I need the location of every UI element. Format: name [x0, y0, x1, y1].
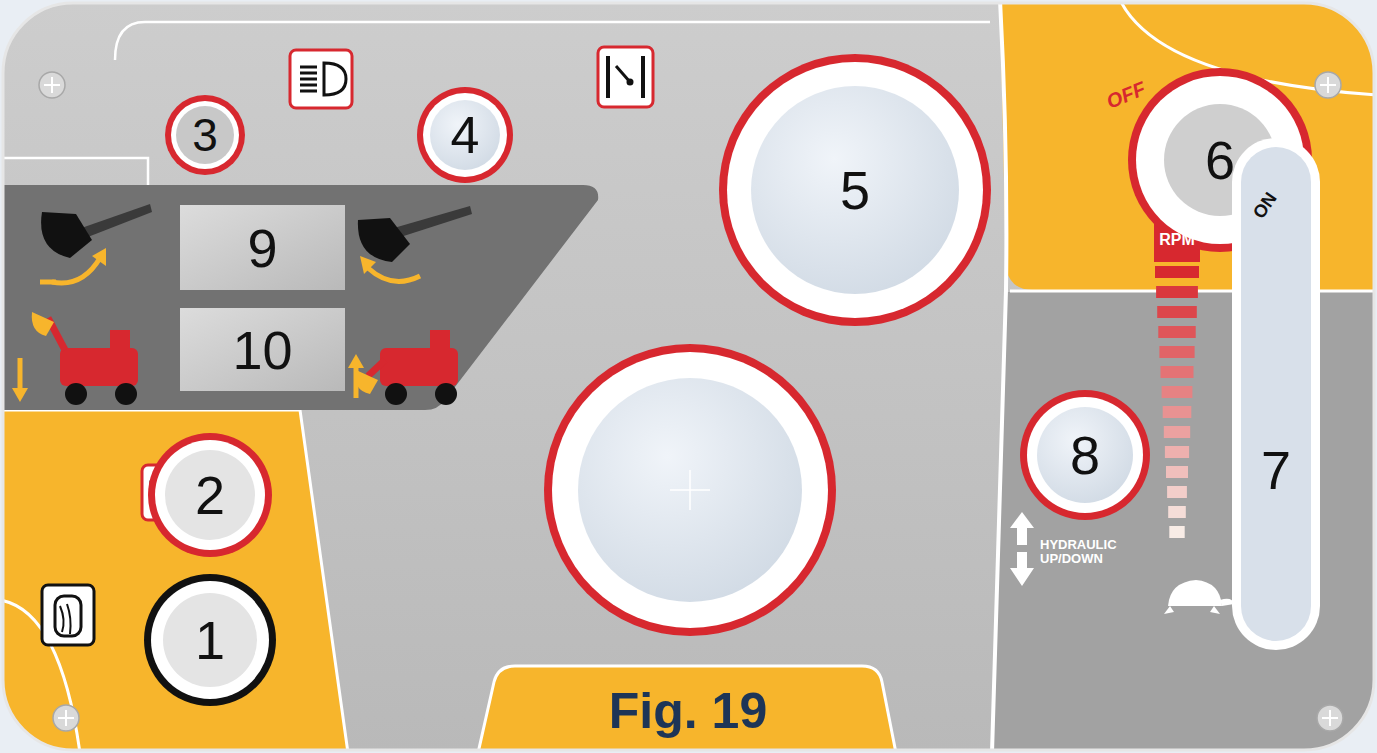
panel-label: RPM: [1156, 231, 1198, 249]
callout-number: 8: [1070, 428, 1100, 482]
control-button: 2: [148, 433, 272, 557]
callout-number: 7: [1261, 443, 1291, 497]
control-button: 3: [165, 95, 245, 175]
callout-number: 6: [1205, 133, 1235, 187]
control-button: 8: [1020, 390, 1150, 520]
function-box: 10: [180, 308, 345, 391]
callout-number: 4: [451, 109, 480, 161]
function-box: 9: [180, 205, 345, 290]
callout-number: 3: [192, 112, 218, 158]
callout-number: 1: [195, 613, 225, 667]
throttle-slot: 7: [1232, 138, 1320, 650]
control-button: 4: [417, 87, 513, 183]
callout-number: 9: [247, 221, 277, 275]
callout-number: 2: [195, 468, 225, 522]
control-button: 5: [719, 54, 991, 326]
control-button: 1: [144, 574, 276, 706]
callout-number: 10: [232, 323, 292, 377]
panel-label: HYDRAULIC UP/DOWN: [1040, 538, 1126, 567]
figure-caption: Fig. 19: [495, 672, 881, 750]
callout-number: 5: [840, 163, 870, 217]
node-outline: [1232, 138, 1320, 650]
